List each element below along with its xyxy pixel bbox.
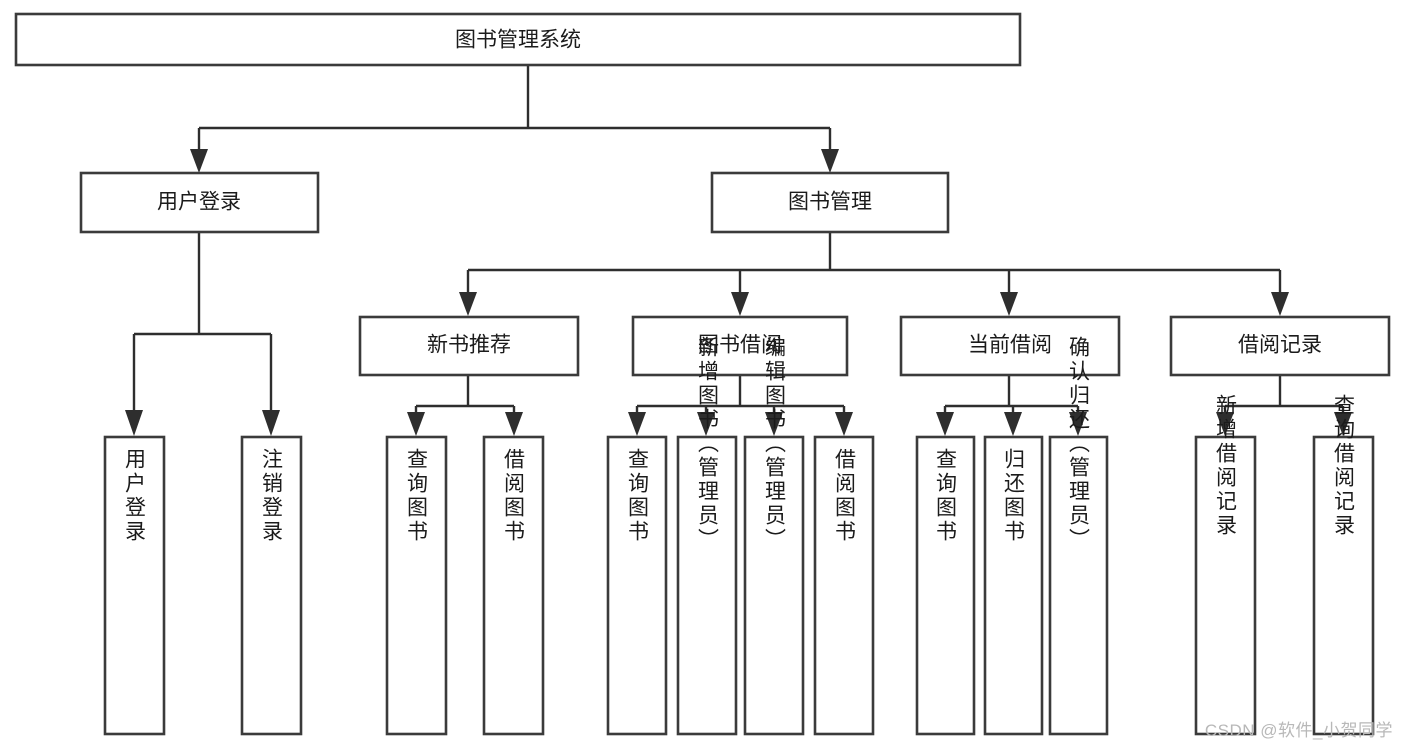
connector-layer	[125, 65, 1352, 436]
node-leaf-return-book-label: 归还图书	[1002, 448, 1026, 544]
arrow-head-leaf-query-record	[1334, 412, 1352, 436]
node-book-manage[interactable]: 图书管理	[710, 171, 950, 234]
arrow-head-leaf-return-book	[1004, 412, 1022, 436]
node-leaf-query-book-3-box[interactable]	[915, 435, 976, 736]
node-leaf-user-login[interactable]: 用户登录	[103, 435, 166, 736]
node-leaf-query-book-1-box[interactable]	[385, 435, 448, 736]
node-leaf-add-record[interactable]: 新增借阅记录	[1194, 394, 1257, 736]
node-leaf-query-record-label: 查询借阅记录	[1332, 394, 1356, 538]
node-current-borrow[interactable]: 当前借阅	[899, 315, 1121, 377]
node-leaf-query-book-2-label: 查询图书	[626, 448, 650, 544]
arrow-head-book-borrow	[731, 292, 749, 316]
node-leaf-add-book-box[interactable]	[676, 435, 738, 736]
node-leaf-borrow-book-2[interactable]: 借阅图书	[813, 435, 875, 736]
node-book-borrow[interactable]: 图书借阅	[631, 315, 849, 377]
node-book-manage-box[interactable]	[710, 171, 950, 234]
node-leaf-borrow-book-1-label: 借阅图书	[502, 448, 526, 544]
node-leaf-borrow-book-1-box[interactable]	[482, 435, 545, 736]
node-root-label: 图书管理系统	[455, 29, 581, 52]
node-leaf-add-record-box[interactable]	[1194, 435, 1257, 736]
leaf-nodes: 用户登录 注销登录 查询图书 借阅图书 查询图书 新增图书（管理员）	[103, 336, 1375, 736]
node-leaf-query-book-1[interactable]: 查询图书	[385, 435, 448, 736]
node-root-box[interactable]	[14, 12, 1022, 67]
node-leaf-return-book-box[interactable]	[983, 435, 1044, 736]
node-book-borrow-box[interactable]	[631, 315, 849, 377]
node-leaf-user-login-box[interactable]	[103, 435, 166, 736]
node-leaf-add-record-label: 新增借阅记录	[1214, 394, 1238, 538]
node-leaf-add-book[interactable]: 新增图书（管理员）	[676, 336, 738, 736]
arrow-head-leaf-borrow-book-1	[505, 412, 523, 436]
node-root[interactable]: 图书管理系统	[14, 12, 1022, 67]
node-new-book-recommend-label: 新书推荐	[427, 334, 511, 357]
node-leaf-borrow-book-2-box[interactable]	[813, 435, 875, 736]
node-new-book-recommend[interactable]: 新书推荐	[358, 315, 580, 377]
node-leaf-logout[interactable]: 注销登录	[240, 435, 303, 736]
node-leaf-query-book-3[interactable]: 查询图书	[915, 435, 976, 736]
arrow-head-book-manage	[821, 149, 839, 173]
node-leaf-query-record[interactable]: 查询借阅记录	[1312, 394, 1375, 736]
arrow-head-current-borrow	[1000, 292, 1018, 316]
node-leaf-add-book-label: 新增图书（管理员）	[696, 336, 720, 552]
node-leaf-edit-book[interactable]: 编辑图书（管理员）	[743, 336, 805, 736]
node-leaf-user-login-label: 用户登录	[123, 448, 147, 544]
node-leaf-borrow-book-2-label: 借阅图书	[833, 448, 857, 544]
arrow-head-leaf-logout	[262, 410, 280, 436]
node-book-borrow-label: 图书借阅	[698, 334, 782, 357]
node-user-login-box[interactable]	[79, 171, 320, 234]
node-leaf-edit-book-label: 编辑图书（管理员）	[763, 336, 787, 552]
node-borrow-record[interactable]: 借阅记录	[1169, 315, 1391, 377]
arrow-head-leaf-query-book-3	[936, 412, 954, 436]
node-leaf-borrow-book-1[interactable]: 借阅图书	[482, 435, 545, 736]
arrow-head-leaf-add-record	[1216, 412, 1234, 436]
node-leaf-return-book[interactable]: 归还图书	[983, 435, 1044, 736]
arrow-head-new-book-recommend	[459, 292, 477, 316]
node-current-borrow-label: 当前借阅	[968, 334, 1052, 357]
node-leaf-confirm-return-label: 确认归还（管理员）	[1067, 336, 1091, 552]
csdn-watermark: CSDN @软件_小贺同学	[1204, 721, 1393, 740]
node-leaf-logout-box[interactable]	[240, 435, 303, 736]
node-leaf-query-book-2[interactable]: 查询图书	[606, 435, 668, 736]
arrow-head-borrow-record	[1271, 292, 1289, 316]
arrow-head-leaf-edit-book	[765, 412, 783, 436]
arrow-head-leaf-confirm-return	[1069, 412, 1087, 436]
node-current-borrow-box[interactable]	[899, 315, 1121, 377]
arrow-head-leaf-user-login	[125, 410, 143, 436]
node-leaf-query-record-box[interactable]	[1312, 435, 1375, 736]
node-leaf-query-book-2-box[interactable]	[606, 435, 668, 736]
arrow-head-leaf-borrow-book-2	[835, 412, 853, 436]
node-new-book-recommend-box[interactable]	[358, 315, 580, 377]
node-book-manage-label: 图书管理	[788, 191, 872, 214]
node-leaf-query-book-3-label: 查询图书	[934, 448, 958, 544]
arrow-head-user-login	[190, 149, 208, 173]
node-user-login-label: 用户登录	[157, 191, 241, 214]
node-borrow-record-box[interactable]	[1169, 315, 1391, 377]
node-leaf-edit-book-box[interactable]	[743, 435, 805, 736]
arrow-head-leaf-query-book-1	[407, 412, 425, 436]
node-user-login[interactable]: 用户登录	[79, 171, 320, 234]
node-leaf-confirm-return-box[interactable]	[1048, 435, 1109, 736]
node-leaf-confirm-return[interactable]: 确认归还（管理员）	[1048, 336, 1109, 736]
node-leaf-query-book-1-label: 查询图书	[405, 448, 429, 544]
arrow-head-leaf-query-book-2	[628, 412, 646, 436]
arrow-head-leaf-add-book	[697, 412, 715, 436]
node-borrow-record-label: 借阅记录	[1238, 334, 1322, 357]
node-leaf-logout-label: 注销登录	[260, 448, 284, 544]
